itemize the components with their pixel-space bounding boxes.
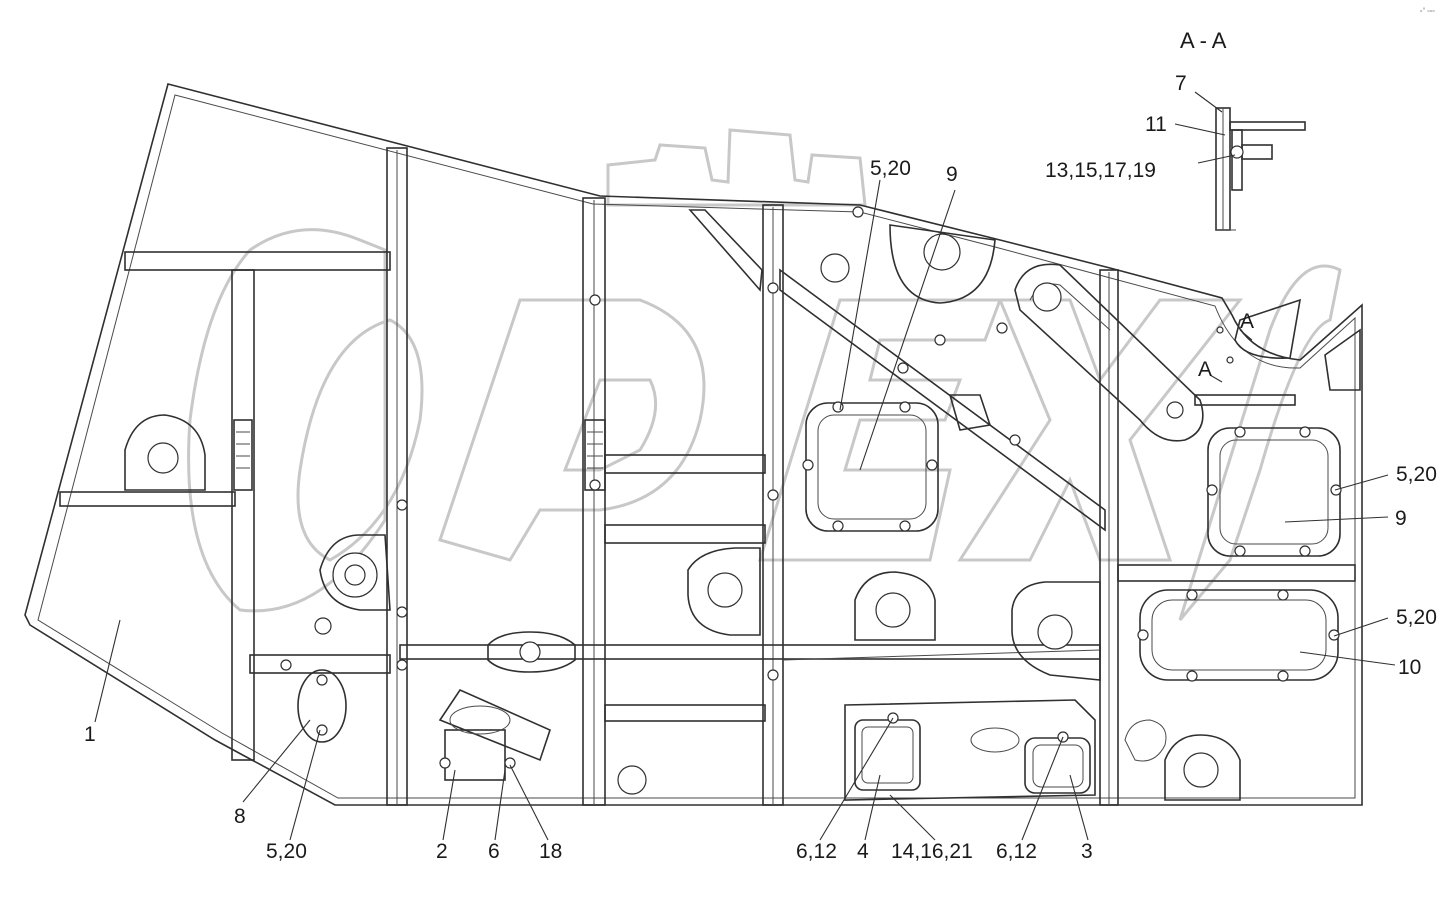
callout-label: 2: [436, 840, 448, 863]
watermark-logo: [187, 128, 1342, 621]
callout-label: 5,20: [1396, 606, 1437, 629]
callout-label: 6,12: [996, 840, 1037, 863]
callout-label: 5,20: [1396, 463, 1437, 486]
callout-label: 8: [234, 805, 246, 828]
callout-label: 4: [857, 840, 869, 863]
callout-label: 7: [1175, 72, 1187, 95]
callout-label: 14,16,21: [891, 840, 973, 863]
horizontal-members: [59, 251, 1356, 722]
callout-label: 10: [1398, 656, 1421, 679]
callout-label: 5,20: [870, 157, 911, 180]
callout-label: 6: [488, 840, 500, 863]
frame-outline: [24, 83, 1363, 806]
bearing-flanges: [124, 224, 1241, 801]
section-cut-marks: [1209, 326, 1253, 383]
callout-label: 13,15,17,19: [1045, 159, 1156, 182]
callout-label: 1: [84, 723, 96, 746]
hatch-covers: [297, 402, 1341, 801]
callout-label: 18: [539, 840, 562, 863]
diagonal-brace: [688, 209, 1106, 532]
section-mark-left: A: [1198, 358, 1212, 381]
corner-mark: ₒ° ₒₒₒ: [1420, 7, 1435, 14]
callout-label: 5,20: [266, 840, 307, 863]
callout-label: 3: [1081, 840, 1093, 863]
section-title: A - A: [1180, 28, 1227, 53]
bolts: [280, 206, 1342, 769]
callout-labels: 7 11 13,15,17,19 5,20 9 5,20 9 5,20 10 1…: [84, 72, 1437, 863]
callout-label: 9: [1395, 507, 1407, 530]
tensioner-arm: [1014, 263, 1361, 442]
section-detail: [1215, 107, 1306, 231]
section-mark-right: A: [1240, 310, 1254, 333]
leader-lines: [94, 91, 1396, 841]
callout-label: 9: [946, 163, 958, 186]
callout-label: 11: [1145, 113, 1167, 136]
callout-label: 6,12: [796, 840, 837, 863]
vertical-members: [231, 147, 1119, 806]
link-plate: [487, 631, 576, 673]
